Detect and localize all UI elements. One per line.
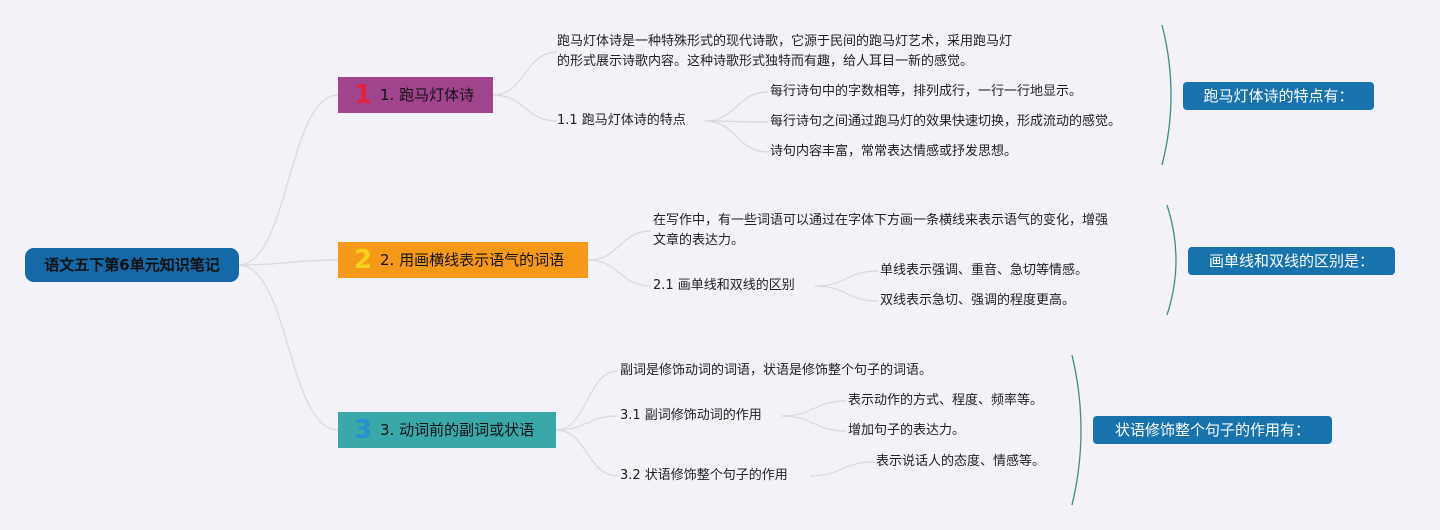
number-icon-3: 3 [353,415,373,445]
number-icon-1: 1 [353,80,373,110]
topic-3-description[interactable]: 副词是修饰动词的词语，状语是修饰整个句子的词语。 [620,363,933,378]
link-topic1-sub1 [492,94,558,122]
point-1-1-1[interactable]: 每行诗句中的字数相等，排列成行，一行一行地显示。 [770,84,1083,99]
brace-summary-2 [1166,204,1177,316]
topic-label: 2. 用画横线表示语气的词语 [380,251,565,269]
link-topic1-desc [492,51,558,96]
link-topic2-desc [587,230,652,261]
summary-2[interactable]: 画单线和双线的区别是： [1188,247,1395,275]
topic-1-description[interactable]: 跑马灯体诗是一种特殊形式的现代诗歌，它源于民间的跑马灯艺术，采用跑马灯 的形式展… [557,34,1013,69]
point-3-2-1[interactable]: 表示说话人的态度、情感等。 [876,454,1046,469]
link-sub21-p2 [814,285,879,302]
link-topic2-sub1 [587,259,652,287]
link-topic3-sub1 [555,415,619,431]
root-node[interactable]: 语文五下第6单元知识笔记 [25,248,239,282]
topic-label: 3. 动词前的副词或状语 [380,421,535,439]
subtopic-2-1[interactable]: 2.1 画单线和双线的区别 [653,278,795,293]
link-root-topic3 [238,264,339,431]
point-1-1-3[interactable]: 诗句内容丰富，常常表达情感或抒发思想。 [770,144,1018,159]
link-sub21-p1 [814,270,879,287]
topic-label: 1. 跑马灯体诗 [380,86,475,104]
link-topic3-sub2 [555,429,619,477]
point-1-1-2[interactable]: 每行诗句之间通过跑马灯的效果快速切换，形成流动的感觉。 [770,114,1122,129]
link-sub11-p1 [704,91,769,122]
point-3-1-1[interactable]: 表示动作的方式、程度、频率等。 [848,393,1044,408]
link-root-topic2 [238,259,339,266]
link-sub11-p3 [704,120,769,153]
point-3-1-2[interactable]: 增加句子的表达力。 [848,423,966,438]
brace-summary-3 [1071,354,1082,506]
topic-node-3[interactable]: 3 3. 动词前的副词或状语 [338,412,556,448]
link-topic3-desc [555,370,619,431]
subtopic-1-1[interactable]: 1.1 跑马灯体诗的特点 [557,113,686,128]
brace-summary-1 [1161,24,1172,166]
summary-3[interactable]: 状语修饰整个句子的作用有： [1093,416,1332,444]
summary-1[interactable]: 跑马灯体诗的特点有： [1183,82,1374,110]
link-sub31-p2 [781,415,847,432]
subtopic-3-2[interactable]: 3.2 状语修饰整个句子的作用 [620,468,788,483]
number-icon-2: 2 [353,245,373,275]
point-2-1-2[interactable]: 双线表示急切、强调的程度更高。 [880,293,1076,308]
point-2-1-1[interactable]: 单线表示强调、重音、急切等情感。 [880,263,1089,278]
topic-node-1[interactable]: 1 1. 跑马灯体诗 [338,77,493,113]
link-root-topic1 [238,94,339,266]
link-sub31-p1 [781,400,847,417]
topic-node-2[interactable]: 2 2. 用画横线表示语气的词语 [338,242,588,278]
link-sub32-p1 [809,461,875,477]
topic-2-description[interactable]: 在写作中，有一些词语可以通过在字体下方画一条横线来表示语气的变化，增强 文章的表… [653,213,1109,248]
subtopic-3-1[interactable]: 3.1 副词修饰动词的作用 [620,408,762,423]
